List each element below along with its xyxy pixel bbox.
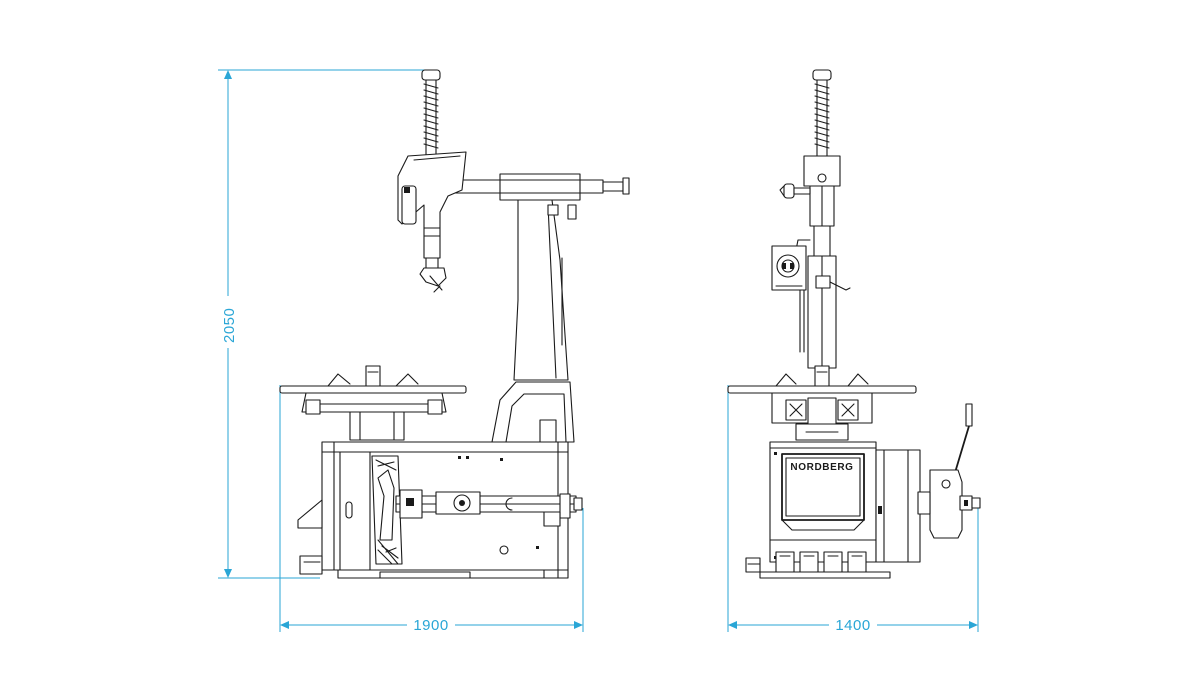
- front-view-machine: NORDBERG: [727, 69, 981, 579]
- front-width-dimension-label: 1400: [835, 617, 870, 634]
- front-bead-breaker-lever: [917, 403, 981, 539]
- front-tool-head: [779, 155, 841, 257]
- side-column-base: [491, 381, 575, 443]
- height-dimension-label: 2050: [221, 308, 238, 343]
- side-pneumatic-arm: [395, 489, 583, 527]
- side-bead-breaker: [371, 455, 403, 565]
- side-horizontal-arm: [454, 173, 630, 201]
- front-turntable: [727, 365, 917, 441]
- side-view-machine: [279, 69, 630, 579]
- front-column: [799, 255, 851, 369]
- side-tool-head: [397, 151, 467, 293]
- height-dimension: 2050: [214, 69, 428, 579]
- side-width-dimension: 1900: [279, 385, 584, 635]
- front-cabinet: NORDBERG: [769, 441, 877, 563]
- front-motor-housing: [875, 449, 921, 563]
- front-tool-shaft: [812, 69, 832, 157]
- front-pedals: [745, 551, 891, 579]
- side-turntable: [279, 365, 467, 441]
- side-tool-shaft: [421, 69, 441, 157]
- front-width-dimension: 1400: [727, 385, 979, 635]
- side-column: [513, 199, 577, 381]
- side-width-dimension-label: 1900: [413, 617, 448, 634]
- brand-label: NORDBERG: [790, 462, 853, 473]
- front-control-box: [771, 245, 807, 291]
